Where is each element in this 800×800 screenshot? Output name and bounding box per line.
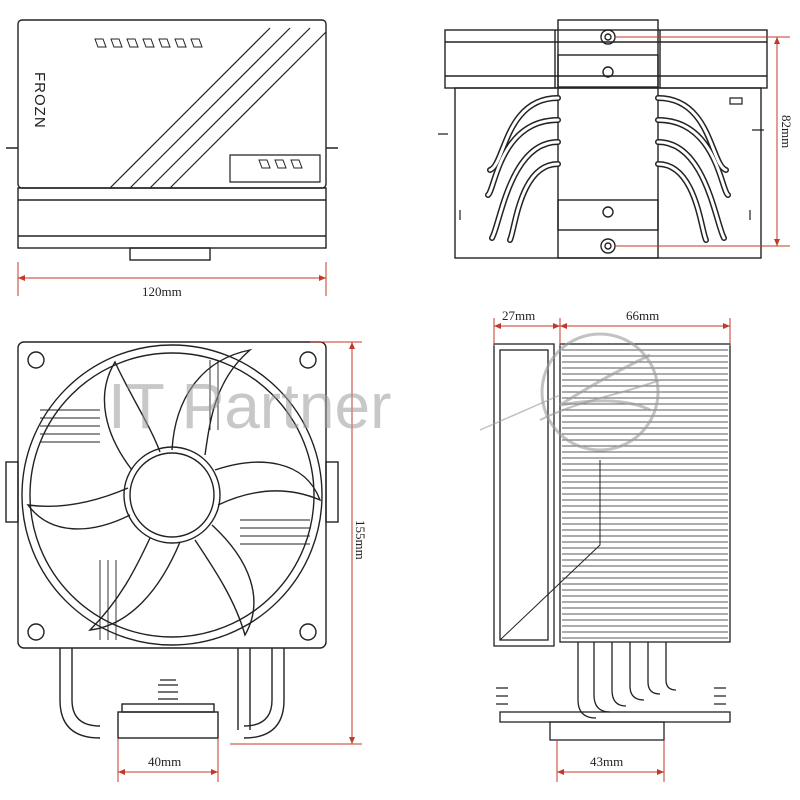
- front-height-dimension: [230, 341, 362, 745]
- profile-base-dimension: [556, 740, 665, 782]
- profile-view: [493, 343, 731, 741]
- screw-icon: [27, 623, 45, 641]
- top-slot-row: [94, 38, 203, 48]
- front-base-dimension: [117, 738, 219, 782]
- screw-icon: [299, 623, 317, 641]
- watermark-text: IT Partner: [108, 370, 391, 442]
- front-mount-base: [117, 711, 219, 739]
- screw-icon: [600, 238, 616, 254]
- front-view: [5, 341, 339, 739]
- watermark: IT Partner: [108, 332, 661, 452]
- side-center-block: [557, 19, 659, 259]
- front-fin-lines: [40, 360, 310, 640]
- top-fin-stack: [17, 187, 327, 249]
- top-view: [6, 19, 338, 261]
- top-cover: [17, 19, 327, 189]
- profile-heatpipes: [577, 642, 677, 719]
- side-base-plate: [454, 87, 762, 259]
- profile-fan: [493, 343, 555, 647]
- dimension-label-side-height: 82mm: [779, 115, 794, 148]
- side-height-dimension: [615, 36, 790, 247]
- dimension-label-heatsink-depth: 66mm: [626, 308, 659, 323]
- fan-blades: [26, 348, 322, 637]
- profile-fin-lines: [562, 349, 728, 639]
- dimension-label-profile-base-width: 43mm: [590, 754, 623, 769]
- side-heatpipes: [485, 95, 731, 243]
- dimension-label-top-width: 120mm: [142, 284, 182, 299]
- top-width-dimension: [17, 262, 327, 296]
- front-heatpipes: [59, 648, 285, 739]
- profile-depth-dimensions: [493, 318, 731, 346]
- dimension-label-fan-depth: 27mm: [502, 308, 535, 323]
- brand-logo: FROZN: [31, 72, 48, 129]
- watermark-logo-icon: [479, 332, 661, 452]
- fan-hub: [123, 446, 221, 544]
- bottom-slot-row: [258, 159, 303, 169]
- screw-icon: [299, 351, 317, 369]
- profile-heatsink: [559, 343, 731, 643]
- screw-icon: [602, 206, 614, 218]
- side-heatpipes-inner: [486, 96, 730, 242]
- profile-mount-base: [499, 711, 731, 723]
- screw-icon: [602, 66, 614, 78]
- fan-outer-ring: [21, 344, 323, 646]
- dimension-label-front-height: 155mm: [353, 520, 368, 560]
- screw-icon: [27, 351, 45, 369]
- dimension-label-front-base-width: 40mm: [148, 754, 181, 769]
- side-view: [438, 19, 768, 259]
